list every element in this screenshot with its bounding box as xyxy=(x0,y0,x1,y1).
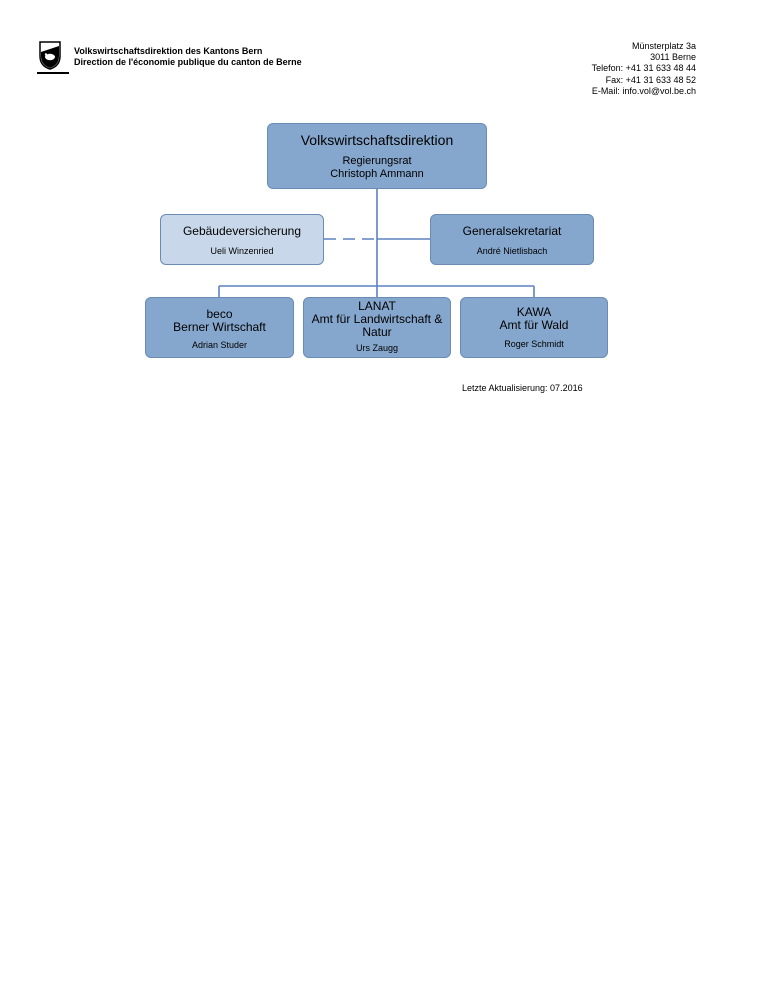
unit-box-title: beco Berner Wirtschaft xyxy=(146,308,293,334)
address-block: Münsterplatz 3a 3011 Berne Telefon: +41 … xyxy=(592,41,696,97)
org-head-title: Volkswirtschaftsdirektion xyxy=(300,132,454,148)
unit-box-line3: Natur xyxy=(362,325,392,339)
unit-box-line1: LANAT xyxy=(358,299,396,313)
address-street: Münsterplatz 3a xyxy=(631,41,696,51)
unit-box-lanat: LANAT Amt für Landwirtschaft & Natur Urs… xyxy=(303,297,451,358)
unit-box-person: Urs Zaugg xyxy=(355,343,399,353)
unit-box-line2: Berner Wirtschaft xyxy=(173,320,266,334)
org-head-person: Regierungsrat Christoph Ammann xyxy=(268,155,486,181)
last-updated-note: Letzte Aktualisierung: 07.2016 xyxy=(462,383,583,393)
unit-box-line1: KAWA xyxy=(516,305,552,319)
bern-coat-of-arms-icon xyxy=(39,41,61,70)
unit-box-title: LANAT Amt für Landwirtschaft & Natur xyxy=(304,300,450,339)
address-fax: Fax: +41 31 633 48 52 xyxy=(605,74,696,85)
unit-box-kawa: KAWA Amt für Wald Roger Schmidt xyxy=(460,297,608,358)
unit-box-line2: Amt für Landwirtschaft & xyxy=(311,312,443,326)
staff-box-generalsekretariat: Generalsekretariat André Nietlisbach xyxy=(430,214,594,265)
organization-name-de: Volkswirtschaftsdirektion des Kantons Be… xyxy=(74,46,263,56)
address-city: 3011 Berne xyxy=(650,52,696,63)
staff-box-person: Ueli Winzenried xyxy=(210,246,274,256)
logo-underline xyxy=(37,72,69,74)
staff-box-title: Gebäudeversicherung xyxy=(182,224,302,238)
address-email: E-Mail: info.vol@vol.be.ch xyxy=(591,85,696,96)
unit-box-person: Roger Schmidt xyxy=(504,339,564,349)
unit-box-title: KAWA Amt für Wald xyxy=(461,306,607,332)
unit-box-person: Adrian Studer xyxy=(191,340,248,350)
org-head-role: Regierungsrat xyxy=(342,155,412,167)
organization-name-fr: Direction de l'économie publique du cant… xyxy=(74,57,302,67)
address-phone: Telefon: +41 31 633 48 44 xyxy=(591,63,696,74)
staff-box-person: André Nietlisbach xyxy=(476,246,548,256)
org-head-name: Christoph Ammann xyxy=(330,168,424,180)
unit-box-line2: Amt für Wald xyxy=(499,318,569,332)
staff-box-gebaeudeversicherung: Gebäudeversicherung Ueli Winzenried xyxy=(160,214,324,265)
organization-name: Volkswirtschaftsdirektion des Kantons Be… xyxy=(74,46,302,68)
staff-box-title: Generalsekretariat xyxy=(462,224,562,238)
unit-box-line1: beco xyxy=(206,307,233,321)
org-head-box: Volkswirtschaftsdirektion Regierungsrat … xyxy=(267,123,487,189)
unit-box-beco: beco Berner Wirtschaft Adrian Studer xyxy=(145,297,294,358)
